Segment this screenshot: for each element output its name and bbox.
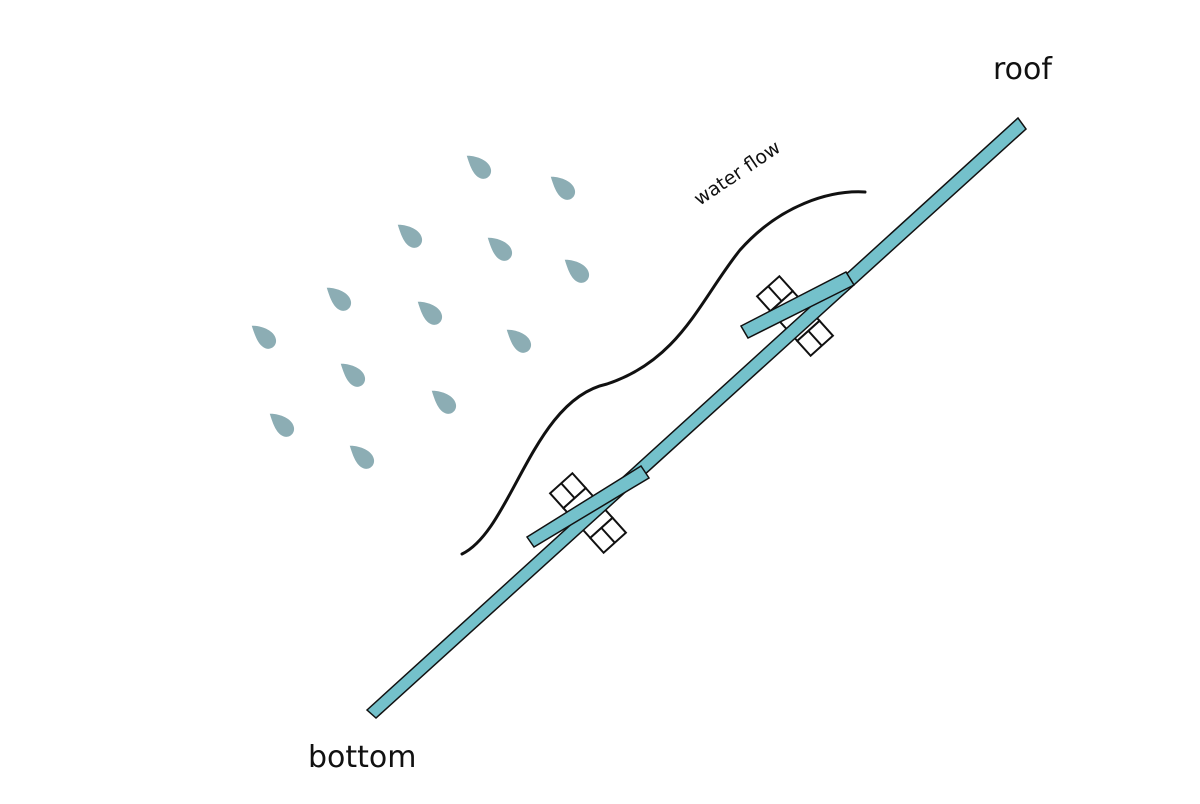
- raindrop-icon: [431, 390, 457, 414]
- bottom-label: bottom: [308, 740, 417, 775]
- raindrop-icon: [417, 301, 443, 325]
- raindrop-icon: [251, 325, 277, 349]
- water-flow-curve: [460, 190, 867, 556]
- raindrops: [251, 155, 590, 469]
- raindrop-icon: [506, 329, 532, 353]
- raindrop-icon: [349, 445, 375, 469]
- raindrop-icon: [397, 224, 423, 248]
- raindrop-icon: [269, 413, 295, 437]
- roof-label: roof: [993, 52, 1052, 87]
- raindrop-icon: [550, 176, 576, 200]
- raindrop-icon: [326, 287, 352, 311]
- main-strip: [365, 116, 1028, 720]
- raindrop-icon: [564, 259, 590, 283]
- raindrop-icon: [466, 155, 492, 179]
- lower-overlap-strip: [525, 464, 651, 549]
- raindrop-icon: [340, 363, 366, 387]
- upper-overlap-strip: [739, 271, 856, 339]
- raindrop-icon: [487, 237, 513, 261]
